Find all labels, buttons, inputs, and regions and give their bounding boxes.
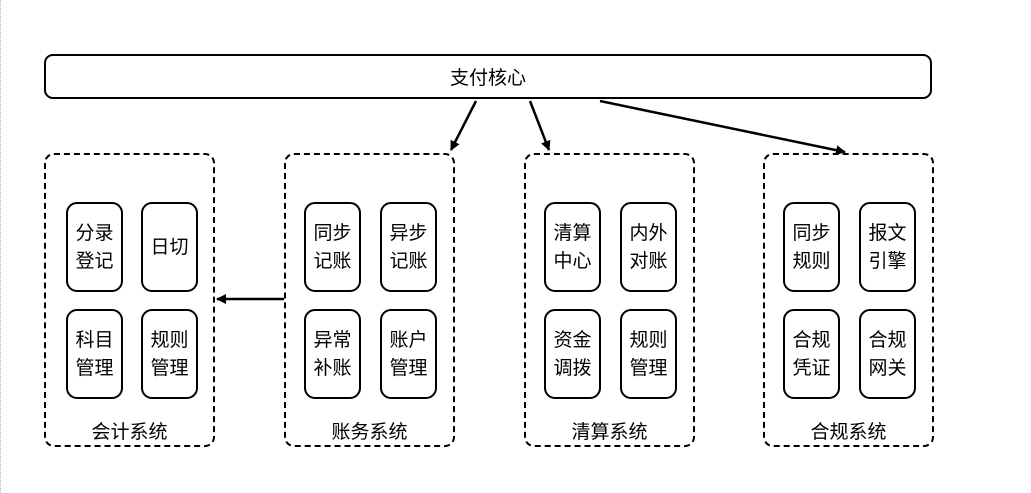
module-node: 规则 管理 [141,309,198,399]
module-node: 异步 记账 [380,202,437,292]
group-title: 清算系统 [571,421,648,443]
module-node: 异常 补账 [304,309,361,399]
module-node: 合规 凭证 [783,309,840,399]
arrow-core-to-clearing [528,100,551,151]
accounting-system-group: 分录 登记 日切 科目 管理 规则 管理 会计系统 [44,153,215,447]
module-node: 同步 规则 [783,202,840,292]
arrow-core-to-compliance [599,99,846,156]
ledger-system-group: 同步 记账 异步 记账 异常 补账 账户 管理 账务系统 [284,153,455,447]
arrow-core-to-ledger [449,100,478,151]
module-node: 合规 网关 [859,309,916,399]
module-node: 规则 管理 [620,309,677,399]
module-node: 资金 调拨 [544,309,601,399]
compliance-system-group: 同步 规则 报文 引擎 合规 凭证 合规 网关 合规系统 [763,153,934,447]
clearing-system-group: 清算 中心 内外 对账 资金 调拨 规则 管理 清算系统 [524,153,695,447]
module-node: 内外 对账 [620,202,677,292]
group-title: 会计系统 [91,421,168,443]
payment-core-label: 支付核心 [449,67,526,89]
module-node: 账户 管理 [380,309,437,399]
module-node: 科目 管理 [66,309,123,399]
module-node: 报文 引擎 [859,202,916,292]
module-node: 分录 登记 [66,202,123,292]
group-title: 账务系统 [331,421,408,443]
payment-core-node: 支付核心 [44,54,932,99]
module-node: 同步 记账 [304,202,361,292]
module-node: 清算 中心 [544,202,601,292]
module-node: 日切 [141,202,198,292]
page-left-border [0,0,1,493]
group-title: 合规系统 [810,421,887,443]
